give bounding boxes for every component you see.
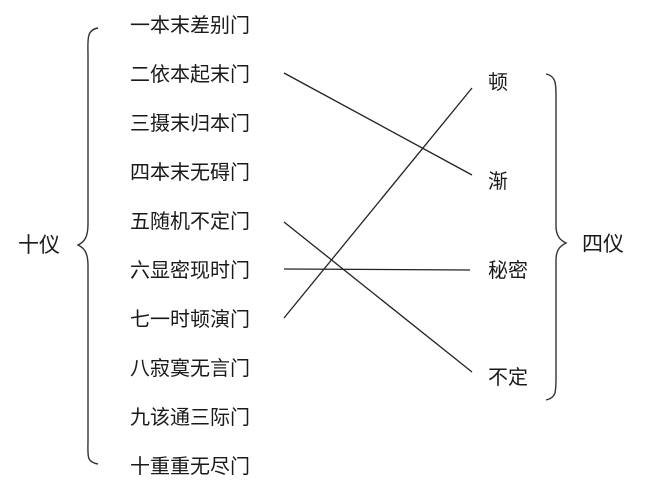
- left-group-label: 十仪: [18, 233, 60, 257]
- left-item-list: 一本末差别门 二依本起末门 三摄末归本门 四本末无碍门 五随机不定门 六显密现时…: [130, 13, 250, 478]
- left-item: 六显密现时门: [130, 258, 250, 282]
- right-brace: [545, 73, 568, 401]
- connector-line-2-to-jian: [283, 72, 473, 176]
- left-item: 三摄末归本门: [130, 111, 250, 135]
- connector-lines: [283, 72, 473, 373]
- right-item: 秘密: [488, 258, 528, 282]
- left-brace: [76, 27, 99, 465]
- left-item: 十重重无尽门: [130, 454, 250, 478]
- left-item: 五随机不定门: [130, 209, 250, 233]
- right-item: 不定: [488, 365, 528, 389]
- connector-line-6-to-mimi: [283, 268, 471, 271]
- left-item: 一本末差别门: [130, 13, 250, 37]
- right-item: 顿: [488, 70, 508, 94]
- connector-line-7-to-dun: [283, 87, 473, 319]
- left-item: 二依本起末门: [130, 62, 250, 86]
- left-item: 八寂寞无言门: [130, 356, 250, 380]
- connector-line-5-to-buding: [283, 221, 473, 373]
- right-group-label: 四仪: [582, 232, 624, 256]
- left-item: 四本末无碍门: [130, 160, 250, 184]
- left-item: 九该通三际门: [130, 405, 250, 429]
- right-item: 渐: [488, 169, 508, 193]
- left-item: 七一时顿演门: [130, 307, 250, 331]
- right-item-list: 顿 渐 秘密 不定: [488, 70, 528, 389]
